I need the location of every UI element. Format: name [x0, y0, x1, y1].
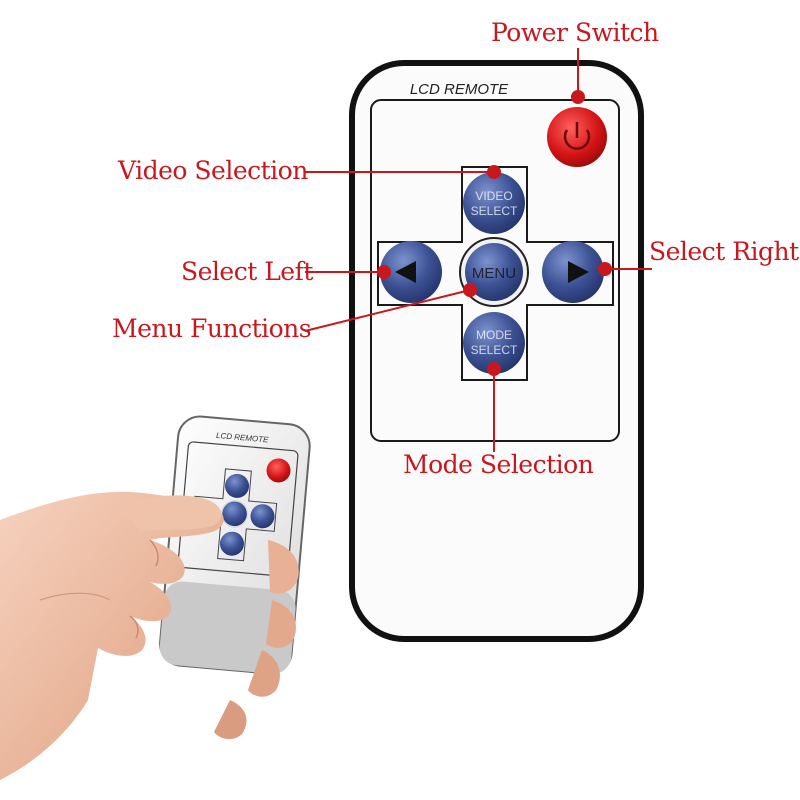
mode-select-label-line1: MODE	[476, 328, 512, 342]
power-button[interactable]	[547, 107, 607, 167]
small-power-icon	[266, 458, 291, 483]
callout-video-selection: Video Selection	[118, 156, 308, 185]
leader-menu-functions	[304, 283, 477, 332]
hand	[0, 491, 299, 780]
leader-mode-selection	[487, 362, 501, 452]
arrow-right-icon	[568, 261, 589, 283]
power-icon	[563, 122, 591, 150]
big-remote: LCD REMOTE VIDEO SELECT MENU	[349, 60, 644, 642]
arrow-left-icon	[395, 261, 416, 283]
select-left-button[interactable]	[380, 241, 442, 303]
callout-power-switch: Power Switch	[491, 18, 659, 47]
hand-image: LCD REMOTE	[0, 415, 311, 780]
video-select-label-line2: SELECT	[471, 204, 518, 218]
menu-button[interactable]: MENU	[459, 237, 529, 307]
select-right-button[interactable]	[542, 241, 604, 303]
menu-label: MENU	[472, 265, 516, 282]
mode-select-label-line2: SELECT	[471, 343, 518, 357]
callout-select-right: Select Right	[649, 237, 799, 266]
leader-video-selection	[305, 165, 501, 179]
leader-power-switch	[571, 48, 585, 104]
dpad-frame	[377, 166, 614, 381]
callout-select-left: Select Left	[181, 257, 313, 286]
leader-select-right	[598, 262, 652, 276]
leader-select-left	[305, 265, 391, 279]
video-select-button[interactable]: VIDEO SELECT	[463, 172, 525, 234]
callout-leaders	[304, 48, 652, 452]
video-select-label-line1: VIDEO	[475, 189, 512, 203]
callout-mode-selection: Mode Selection	[403, 450, 594, 479]
mode-select-button[interactable]: MODE SELECT	[463, 312, 525, 374]
callout-menu-functions: Menu Functions	[112, 314, 312, 343]
remote-brand-label: LCD REMOTE	[410, 81, 509, 98]
